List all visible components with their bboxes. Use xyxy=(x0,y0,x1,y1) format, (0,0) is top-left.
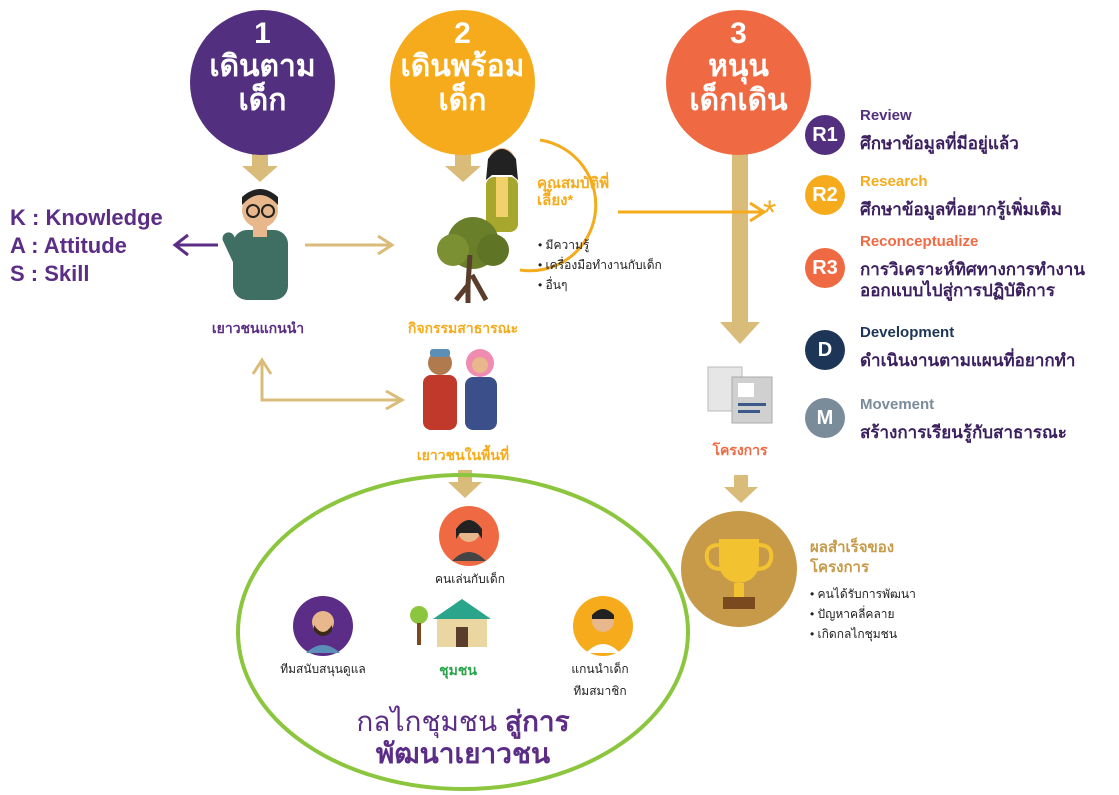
r1-title: Review xyxy=(860,107,912,124)
arrow-mentor-asterisk xyxy=(618,201,767,223)
kas-skill: S : Skill xyxy=(10,261,90,286)
step-2-line-2: เด็ก xyxy=(438,84,487,117)
d-text: ดำเนินงานตามแผนที่อยากทำ xyxy=(860,351,1076,370)
step-2-circle: 2 เดินพร้อม เด็ก xyxy=(390,10,535,155)
down-arrow-community xyxy=(448,470,482,498)
success-title: ผลสำเร็จของโครงการ xyxy=(810,539,895,576)
down-arrow-1 xyxy=(242,152,278,182)
step-1-line-2: เด็ก xyxy=(238,84,287,117)
tree-illustration xyxy=(437,217,509,303)
badge-r3: R3 xyxy=(805,248,845,288)
arrow-leader-activity xyxy=(305,234,395,256)
public-activity-label: กิจกรรมสาธารณะ xyxy=(407,320,519,336)
badge-r2: R2 xyxy=(805,175,845,215)
youth-lead-avatar-icon xyxy=(573,596,633,656)
kas-knowledge: K : Knowledge xyxy=(10,205,163,230)
community-ellipse xyxy=(236,473,690,791)
local-youth-label: เยาวชนในพื้นที่ xyxy=(416,447,510,463)
d-title: Development xyxy=(860,324,955,341)
youth-lead-line-2: ทีมสมาชิก xyxy=(573,684,627,698)
mentor-point: อื่นๆ xyxy=(538,275,662,295)
success-point: คนได้รับการพัฒนา xyxy=(810,584,916,604)
success-point: ปัญหาคลี่คลาย xyxy=(810,604,916,624)
step-3-line-1: หนุน xyxy=(708,50,769,83)
mentor-illustration xyxy=(486,148,518,232)
r2-text: ศึกษาข้อมูลที่อยากรู้เพิ่มเติม xyxy=(860,200,1062,219)
badge-d: D xyxy=(805,330,845,370)
support-team-avatar-icon xyxy=(293,596,353,656)
r1-text: ศึกษาข้อมูลที่มีอยู่แล้ว xyxy=(860,134,1019,153)
mechanism-line-2: พัฒนาเยาวชน xyxy=(375,738,551,769)
arrow-to-kas xyxy=(172,233,218,257)
step-3-number: 3 xyxy=(730,17,747,50)
asterisk-mark: * xyxy=(763,194,777,232)
down-arrow-3 xyxy=(720,150,760,344)
arrow-local-leader-head xyxy=(251,357,273,375)
r3-text: การวิเคราะห์ทิศทางการทำงาน ออกแบบไปสู่กา… xyxy=(860,260,1085,300)
youth-leader-label: เยาวชนแกนนำ xyxy=(211,320,305,336)
step-3-circle: 3 หนุน เด็กเดิน xyxy=(666,10,811,155)
trophy-icon xyxy=(681,511,797,627)
m-text: สร้างการเรียนรู้กับสาธารณะ xyxy=(860,423,1067,442)
step-1-number: 1 xyxy=(254,17,271,50)
mentor-points: มีความรู้ เครื่องมือทำงานกับเด็ก อื่นๆ xyxy=(538,235,662,295)
down-arrow-2 xyxy=(445,152,481,182)
local-youth-illustration xyxy=(423,349,497,430)
r2-title: Research xyxy=(860,173,928,190)
community-house-icon xyxy=(410,599,491,647)
youth-leader-illustration xyxy=(222,189,288,300)
community-label: ชุมชน xyxy=(439,662,477,678)
youth-lead-line-1: แกนนำเด็ก xyxy=(571,662,629,676)
badge-r1: R1 xyxy=(805,115,845,155)
badge-m: M xyxy=(805,398,845,438)
step-1-circle: 1 เดินตาม เด็ก xyxy=(190,10,335,155)
support-team-label: ทีมสนับสนุนดูแล xyxy=(280,662,366,676)
step-2-line-1: เดินพร้อม xyxy=(400,50,525,83)
project-document-icon xyxy=(707,366,773,424)
r3-title: Reconceptualize xyxy=(860,233,979,250)
mechanism-normal: กลไกชุมชน xyxy=(356,706,505,737)
kas-list: K : Knowledge A : Attitude S : Skill xyxy=(10,204,163,288)
step-3-line-2: เด็กเดิน xyxy=(689,84,788,117)
success-point: เกิดกลไกชุมชน xyxy=(810,624,916,644)
mentor-point: มีความรู้ xyxy=(538,235,662,255)
player-label: คนเล่นกับเด็ก xyxy=(435,572,505,586)
mentor-point: เครื่องมือทำงานกับเด็ก xyxy=(538,255,662,275)
project-label: โครงการ xyxy=(712,442,768,458)
arrow-leader-local xyxy=(260,362,406,411)
player-avatar-icon xyxy=(439,506,499,566)
step-2-number: 2 xyxy=(454,17,471,50)
mechanism-bold: สู่การ xyxy=(504,706,570,737)
youth-lead-label: แกนนำเด็ก ทีมสมาชิก xyxy=(545,658,655,702)
success-points: คนได้รับการพัฒนา ปัญหาคลี่คลาย เกิดกลไกช… xyxy=(810,584,916,644)
mechanism-title: กลไกชุมชน สู่การ พัฒนาเยาวชน xyxy=(318,706,608,770)
down-arrow-success xyxy=(724,475,758,503)
kas-attitude: A : Attitude xyxy=(10,233,127,258)
mentor-qualification-label: คุณสมบัติพี่เลี้ยง* xyxy=(537,175,610,209)
m-title: Movement xyxy=(860,396,935,413)
step-1-line-1: เดินตาม xyxy=(209,50,316,83)
